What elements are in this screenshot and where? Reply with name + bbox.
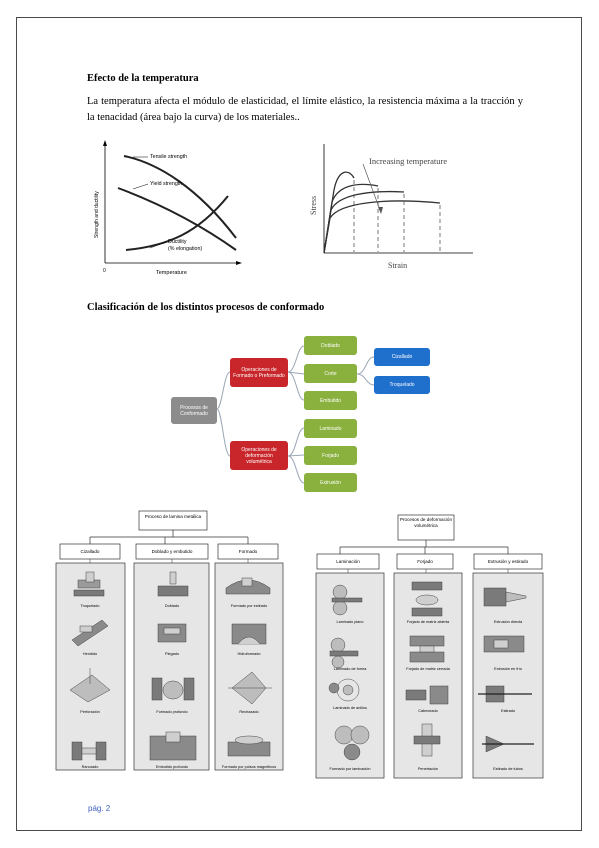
tree-node-embutido: Embutido (304, 391, 357, 410)
graph-right-xlabel: Strain (388, 261, 407, 270)
page-number: pág. 2 (88, 804, 111, 813)
bulk-item-caption: Formado por laminación (329, 767, 371, 771)
stress-strain-graph: Increasing temperature Stress Strain (309, 144, 473, 270)
increasing-temperature-label: Increasing temperature (369, 156, 447, 166)
tree-node-laminado: Laminado (304, 419, 357, 438)
tree-root: Procesos de Conformado (171, 397, 217, 424)
graph-right-ylabel: Stress (309, 196, 318, 215)
section-heading-temperature: Efecto de la temperatura (87, 73, 199, 84)
bulk-item-caption: Estirado de tubos (493, 767, 523, 771)
sheet-col-header-2: Doblado y embutido (151, 549, 193, 554)
tree-node-cizallado: Cizallado (374, 348, 430, 366)
bulk-item-caption: Laminado de anillos (333, 706, 367, 710)
sheet-item-caption: Embutido profundo (155, 765, 189, 769)
bulk-item-caption: Laminado de forma (333, 667, 367, 671)
sheet-item-caption: Formado por estirado (230, 604, 268, 608)
sheet-item-caption: Perforación (80, 710, 100, 714)
sheet-item-caption: Hidroformado (237, 652, 261, 656)
bulk-item-caption: Extrusión directa (493, 620, 523, 624)
tree-node-troquelado: Troquelado (374, 376, 430, 394)
tree-node-corte: Corte (304, 364, 357, 383)
sheet-item-caption: Rechazado (239, 710, 259, 714)
bulk-col-header-2: Forjado (417, 559, 433, 564)
bulk-chart-title: Procesos de deformación volumétrica (399, 517, 453, 528)
bulk-item-caption: Laminado plano (336, 620, 364, 624)
yield-strength-label: Yield strength (150, 181, 182, 187)
bulk-item-caption: Forjado de matriz cerrada (406, 667, 450, 671)
bulk-item-caption: Extrusión en frío (494, 667, 522, 671)
bulk-col-header-1: Laminación (336, 559, 360, 564)
strength-ductility-graph: Strength and ductility Temperature 0 Ten… (94, 140, 242, 276)
tree-node-doblado: Doblado (304, 336, 357, 355)
elongation-label: (% elongation) (168, 246, 202, 252)
page-frame (16, 17, 582, 831)
temperature-paragraph: La temperatura afecta el módulo de elast… (87, 96, 523, 123)
sheet-item-caption: Troquelado (80, 604, 100, 608)
sheet-item-caption: Ranurado (81, 765, 99, 769)
tree-branch-formado: Operaciones de Formado o Preformado (230, 358, 288, 387)
sheet-item-caption: Plegado (165, 652, 179, 656)
sheet-item-caption: Doblado (164, 604, 180, 608)
graph-left-origin: 0 (103, 268, 106, 274)
sheet-item-caption: Formado por pulsos magnéticos (221, 765, 277, 769)
sheet-chart-title: Proceso de lamina metálica (144, 514, 202, 519)
tensile-strength-label: Tensile strength (150, 154, 187, 160)
bulk-item-caption: Penetración (417, 767, 439, 771)
sheet-item-caption: Hendido (82, 652, 98, 656)
ductility-label: Ductility (168, 239, 187, 245)
sheet-col-header-1: Cizallado (80, 549, 100, 554)
graph-left-xlabel: Temperature (156, 270, 187, 276)
sheet-item-caption: Formado profundo (156, 710, 188, 714)
tree-node-extrusion: Extrusión (304, 473, 357, 492)
bulk-item-caption: Forjado de matriz abierta (406, 620, 450, 624)
bulk-item-caption: Estirado (501, 709, 515, 713)
bulk-col-header-3: Extrusión y estirado (487, 559, 529, 564)
bulk-item-caption: Cabeceado (418, 709, 438, 713)
tree-node-forjado: Forjado (304, 446, 357, 465)
section-heading-classification: Clasificación de los distintos procesos … (87, 302, 325, 313)
tree-branch-volumetrica: Operaciones de deformación volumétrica (230, 441, 288, 470)
graph-left-ylabel: Strength and ductility (94, 191, 100, 238)
sheet-col-header-3: Formado (238, 549, 258, 554)
